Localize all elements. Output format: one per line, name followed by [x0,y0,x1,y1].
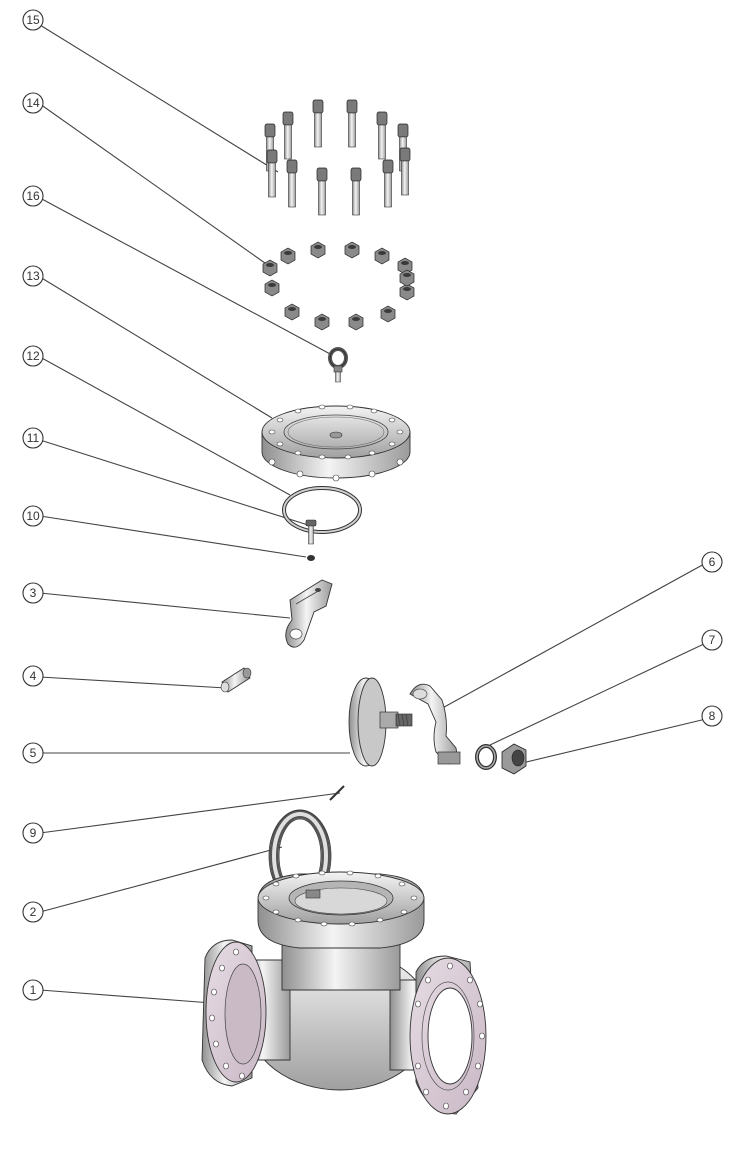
leader-10 [39,515,307,558]
balloon-3-label: 3 [30,586,37,600]
balloon-2-label: 2 [30,905,37,919]
part-8-nut [501,743,527,775]
balloon-4-label: 4 [30,669,37,683]
part-10-ball [307,555,315,561]
leader-4 [39,676,227,689]
part-12-gasket [282,486,362,534]
leader-3 [39,592,291,619]
leader-11 [39,439,309,526]
leader-1 [39,989,213,1004]
balloon-11-label: 11 [27,431,40,445]
balloon-7-label: 7 [709,633,716,647]
balloon-2: 2 [22,901,44,923]
part-11-screw [305,519,317,545]
leader-6 [436,562,707,712]
part-15-studs [264,99,411,216]
balloon-16: 16 [22,185,44,207]
balloon-1-label: 1 [30,983,37,997]
balloon-12-label: 12 [26,349,40,363]
balloon-13-label: 13 [26,269,40,283]
part-9-cotter [329,785,345,801]
leader-14 [39,103,273,269]
leader-16 [39,197,333,356]
leader-13 [39,276,273,419]
part-16-eye-bolt [328,347,348,383]
balloon-11: 11 [22,427,44,449]
balloon-13: 13 [22,265,44,287]
balloon-3: 3 [22,582,44,604]
leader-lines [39,24,707,1004]
part-6-arm [409,683,461,765]
balloon-9-label: 9 [30,826,37,840]
balloon-9: 9 [22,822,44,844]
balloon-5: 5 [22,742,44,764]
leader-7 [489,642,707,746]
balloon-10-label: 10 [26,509,40,523]
balloon-7: 7 [701,629,723,651]
part-5-disc [348,677,413,767]
part-7-washer [475,744,497,770]
balloon-16-label: 16 [26,189,40,203]
leader-8 [517,718,707,765]
balloon-14: 14 [22,92,44,114]
part-4-pin [220,667,252,693]
balloon-8: 8 [701,705,723,727]
balloon-8-label: 8 [709,709,716,723]
part-14-nuts [262,241,415,331]
balloon-12: 12 [22,345,44,367]
balloon-4: 4 [22,665,44,687]
balloon-15: 15 [22,9,44,31]
balloon-10: 10 [22,505,44,527]
leader-12 [39,356,291,496]
leader-9 [39,792,341,834]
leader-2 [39,846,283,913]
balloon-6: 6 [701,551,723,573]
balloon-15-label: 15 [26,13,40,27]
part-3-hinge [285,579,333,648]
leader-15 [39,24,279,173]
balloon-1: 1 [22,979,44,1001]
part-13-cover [261,404,411,482]
balloon-5-label: 5 [30,746,37,760]
balloon-6-label: 6 [709,555,716,569]
balloon-14-label: 14 [26,96,40,110]
part-1-body [201,870,487,1115]
